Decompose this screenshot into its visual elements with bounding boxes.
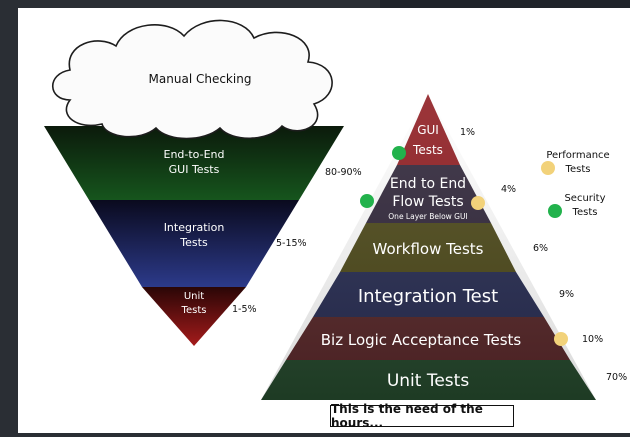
diagram-svg: Manual Checking End-to-End GUI Tests Int… xyxy=(44,19,627,400)
legend: Performance Tests Security Tests xyxy=(541,150,610,218)
pyramid-markers xyxy=(360,146,568,346)
pyramid-percent-e2e: 4% xyxy=(501,184,516,195)
pyramid-label-gui-line1: GUI xyxy=(417,123,439,137)
top-dark-strip xyxy=(380,0,630,8)
inverted-percent-unit: 1-5% xyxy=(232,304,257,315)
inverted-percent-integration: 5-15% xyxy=(276,238,307,249)
inverted-label-integration-line2: Tests xyxy=(179,236,208,249)
inverted-label-e2e-line1: End-to-End xyxy=(164,148,225,161)
inverted-label-unit-line2: Tests xyxy=(181,305,207,316)
inverted-label-e2e-line2: GUI Tests xyxy=(169,163,220,176)
pyramid-percent-biz-logic: 10% xyxy=(582,334,603,345)
inverted-layer-e2e xyxy=(44,126,344,200)
legend-security-line1: Security xyxy=(564,193,605,204)
legend-security-line2: Tests xyxy=(572,207,598,218)
inverted-label-unit-line1: Unit xyxy=(184,291,204,302)
pyramid-percents: 1% 4% 6% 9% 10% 70% xyxy=(460,127,627,383)
inverted-layer-integration xyxy=(89,200,299,287)
slide-canvas: Manual Checking End-to-End GUI Tests Int… xyxy=(18,8,630,433)
caption-text: This is the need of the hours... xyxy=(331,402,483,430)
pyramid-labels: GUI Tests End to End Flow Tests One Laye… xyxy=(321,123,522,391)
pyramid-label-integration: Integration Test xyxy=(358,286,498,307)
pyramid-percent-integration: 9% xyxy=(559,289,574,300)
security-marker-dot xyxy=(392,146,406,160)
pyramid-label-gui-line2: Tests xyxy=(412,143,443,157)
pyramid-percent-gui: 1% xyxy=(460,127,475,138)
legend-performance-line2: Tests xyxy=(565,164,591,175)
performance-marker-dot xyxy=(471,196,485,210)
inverted-labels: End-to-End GUI Tests Integration Tests U… xyxy=(164,148,362,316)
inverted-pyramid xyxy=(44,126,344,346)
test-pyramid xyxy=(261,94,596,400)
inverted-percent-e2e: 80-90% xyxy=(325,167,362,178)
caption-box: This is the need of the hours... xyxy=(330,402,514,430)
legend-performance-dot xyxy=(541,161,555,175)
cloud-label: Manual Checking xyxy=(149,72,252,86)
security-marker-dot xyxy=(360,194,374,208)
manual-checking-cloud: Manual Checking xyxy=(52,19,333,140)
pyramid-label-e2e-line1: End to End xyxy=(390,176,466,192)
inverted-layer-unit xyxy=(142,287,246,346)
pyramid-sheen xyxy=(261,94,596,400)
pyramid-percent-workflow: 6% xyxy=(533,243,548,254)
pyramid-label-e2e-sub: One Layer Below GUI xyxy=(388,212,467,221)
legend-security-dot xyxy=(548,204,562,218)
pyramid-label-unit: Unit Tests xyxy=(387,371,469,391)
pyramid-percent-unit: 70% xyxy=(606,372,627,383)
inverted-label-integration-line1: Integration xyxy=(164,221,225,234)
pyramid-label-e2e-line2: Flow Tests xyxy=(392,194,463,210)
legend-performance-line1: Performance xyxy=(546,150,609,161)
performance-marker-dot xyxy=(554,332,568,346)
pyramid-label-workflow: Workflow Tests xyxy=(373,240,484,258)
pyramid-label-biz-logic: Biz Logic Acceptance Tests xyxy=(321,331,522,349)
